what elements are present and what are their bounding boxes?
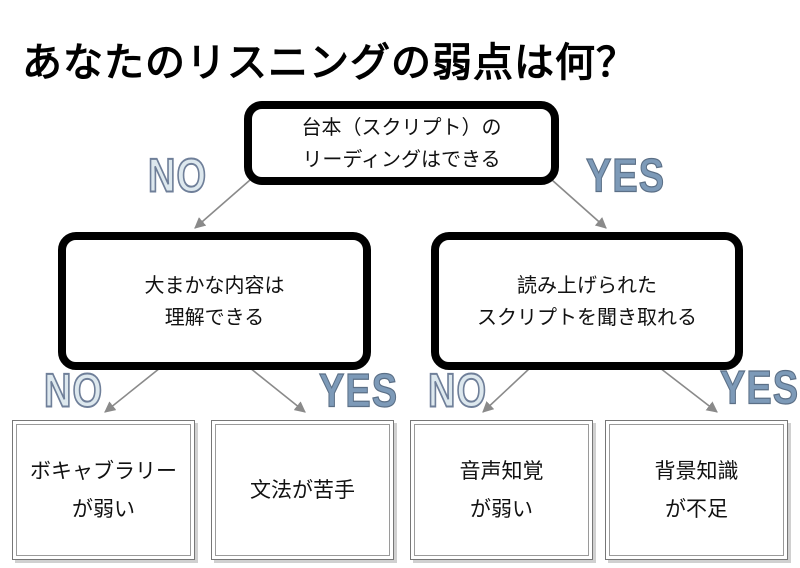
arrow-right-to-leaf3 [482, 367, 531, 413]
result-vocabulary-line1: ボキャブラリー [30, 459, 177, 483]
root-question-line2: リーディングはできる [302, 147, 501, 171]
arrow-root-to-right [551, 179, 607, 229]
left-question-line2: 理解できる [164, 305, 265, 329]
no-label-root: NO [147, 149, 207, 204]
right-question-box: 読み上げられた スクリプトを聞き取れる [431, 232, 743, 370]
arrow-left-to-leaf2 [249, 367, 306, 413]
no-label-right: NO [427, 364, 487, 419]
result-background-line1: 背景知識 [654, 459, 739, 483]
arrow-left-to-leaf1 [104, 367, 161, 413]
right-question-line1: 読み上げられた [517, 273, 657, 297]
no-label-left: NO [43, 364, 103, 419]
left-question-box: 大まかな内容は 理解できる [58, 232, 371, 370]
result-box-vocabulary: ボキャブラリー が弱い [12, 420, 195, 560]
arrow-right-to-leaf4 [659, 367, 718, 413]
root-question-box: 台本（スクリプト）の リーディングはできる [244, 101, 559, 185]
result-phonetic-line1: 音声知覚 [459, 459, 544, 483]
result-box-phonetic-perception: 音声知覚 が弱い [410, 420, 593, 560]
yes-label-left: YES [318, 364, 399, 418]
right-question-line2: スクリプトを聞き取れる [477, 305, 697, 329]
page-title: あなたのリスニングの弱点は何？ [22, 40, 637, 86]
result-background-line2: が不足 [665, 497, 728, 521]
result-grammar-line1: 文法が苦手 [250, 478, 355, 502]
result-box-background-knowledge: 背景知識 が不足 [605, 420, 788, 560]
result-phonetic-line2: が弱い [470, 497, 533, 521]
arrow-root-to-left [194, 179, 251, 229]
left-question-line1: 大まかな内容は [144, 273, 285, 297]
result-box-grammar: 文法が苦手 [211, 420, 394, 560]
root-question-line1: 台本（スクリプト）の [301, 115, 502, 139]
result-vocabulary-line2: が弱い [72, 497, 135, 521]
yes-label-root: YES [585, 149, 666, 203]
yes-label-right: YES [719, 361, 800, 415]
